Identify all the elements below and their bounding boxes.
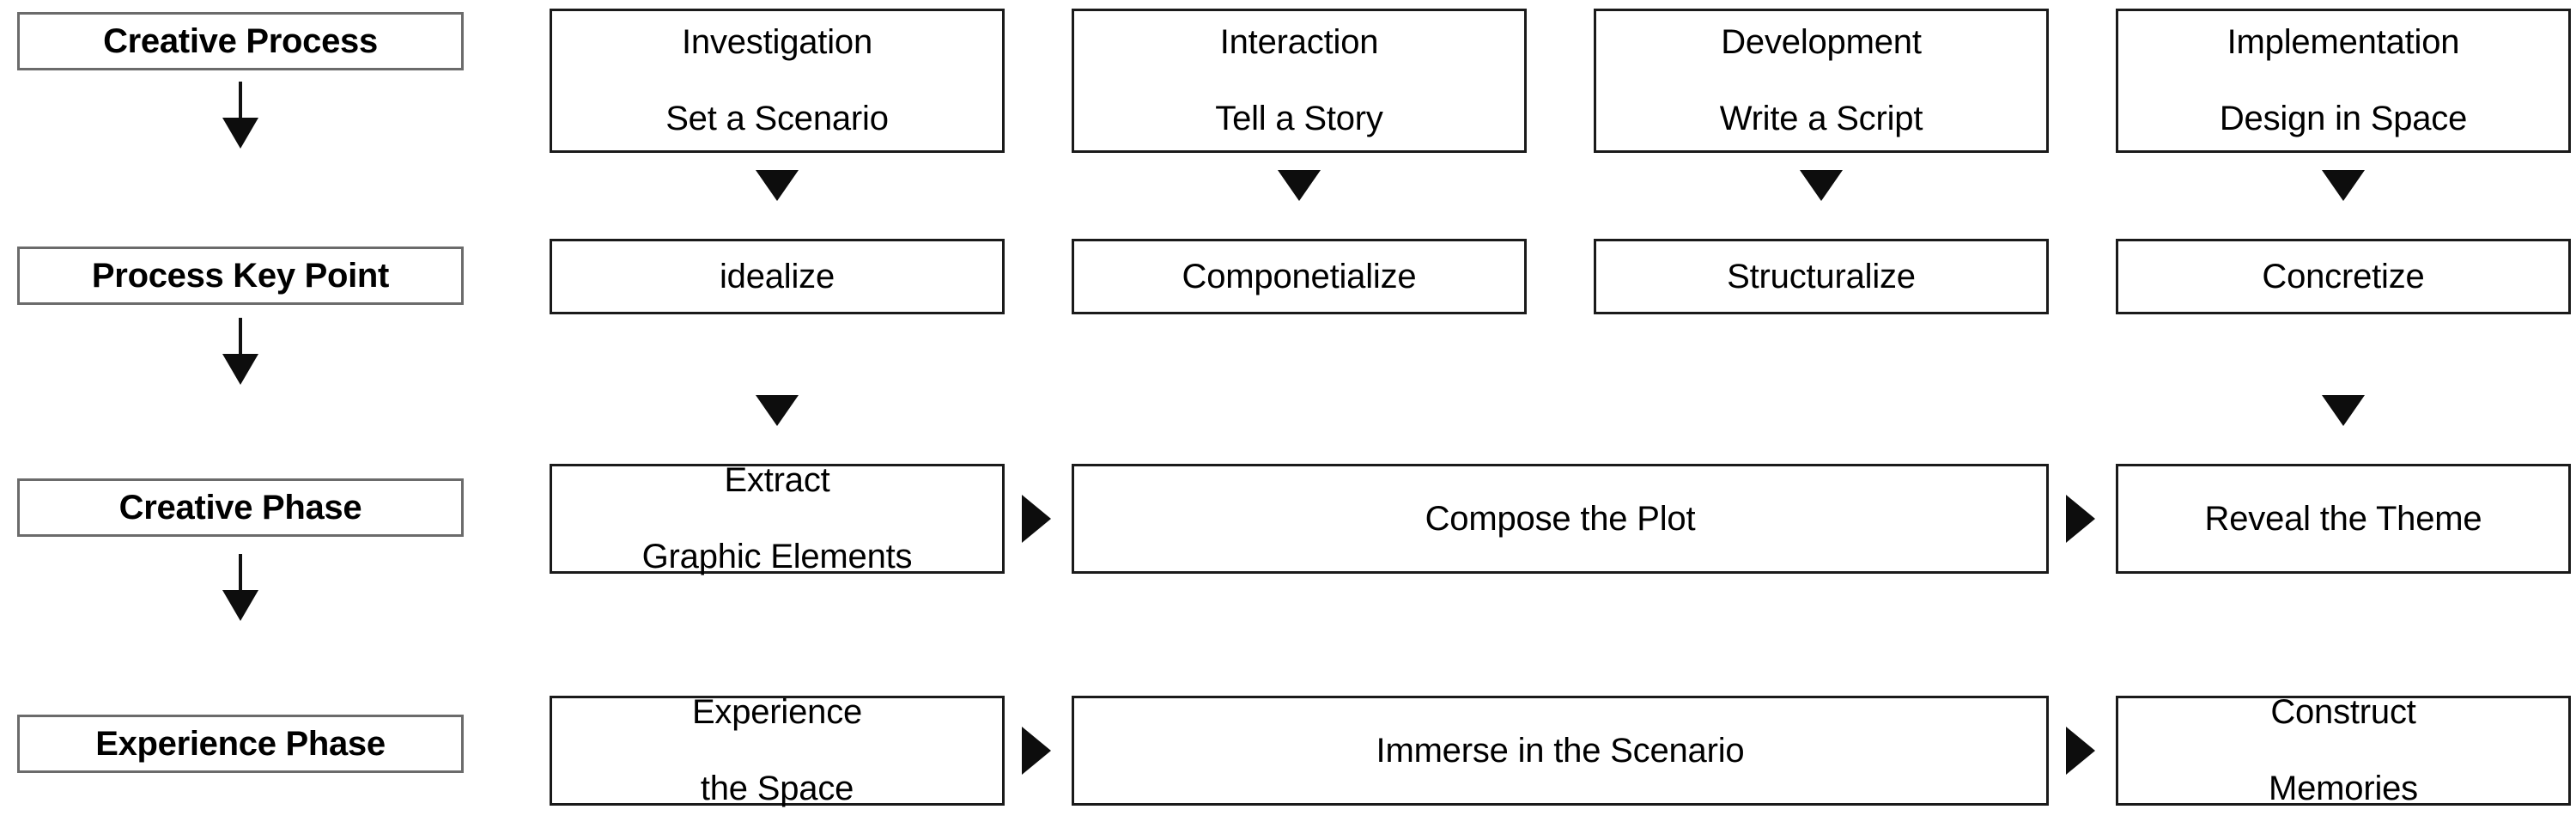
arrow-head-icon xyxy=(222,354,258,385)
triangle-down-icon-interaction xyxy=(1278,170,1321,201)
phase-text-block: Experience the Space xyxy=(692,654,862,840)
row-label-text: Process Key Point xyxy=(91,256,390,295)
row-label-text: Experience Phase xyxy=(95,724,386,763)
phase-line-1: Reveal the Theme xyxy=(2204,499,2482,538)
phase-box-compose-the-plot: Compose the Plot xyxy=(1072,464,2049,574)
triangle-down-icon-implementation xyxy=(2322,170,2365,201)
stage-text-block: Interaction Tell a Story xyxy=(1215,0,1383,177)
stage-text-block: Development Write a Script xyxy=(1720,0,1923,177)
keypoint-box-componetialize: Componetialize xyxy=(1072,239,1527,314)
phase-line-1: Compose the Plot xyxy=(1425,499,1696,538)
phase-box-reveal-the-theme: Reveal the Theme xyxy=(2116,464,2571,574)
keypoint-box-structuralize: Structuralize xyxy=(1594,239,2049,314)
arrow-shaft xyxy=(239,82,242,123)
stage-box-development: Development Write a Script xyxy=(1594,9,2049,153)
arrow-head-icon xyxy=(222,590,258,621)
phase-box-construct-memories: Construct Memories xyxy=(2116,693,2571,807)
triangle-right-icon-experience-b xyxy=(2066,727,2095,775)
phase-box-experience-the-space: Experience the Space xyxy=(550,693,1005,807)
keypoint-text: Componetialize xyxy=(1182,257,1417,295)
label-arrow-3 xyxy=(216,554,264,621)
row-label-process-key-point: Process Key Point xyxy=(17,247,464,305)
keypoint-text: Structuralize xyxy=(1727,257,1916,295)
stage-text-block: Implementation Design in Space xyxy=(2220,0,2467,177)
stage-line-1: Implementation xyxy=(2227,22,2460,61)
phase-line-1: Extract xyxy=(724,460,830,499)
triangle-down-icon-investigation xyxy=(756,170,799,201)
keypoint-text: Concretize xyxy=(2262,257,2425,295)
keypoint-box-concretize: Concretize xyxy=(2116,239,2571,314)
stage-line-1: Development xyxy=(1721,22,1922,61)
stage-line-2: Design in Space xyxy=(2219,100,2468,138)
phase-text-block: Construct Memories xyxy=(2269,654,2418,840)
triangle-down-icon-idealize xyxy=(756,395,799,426)
phase-line-2: the Space xyxy=(700,770,854,808)
stage-box-implementation: Implementation Design in Space xyxy=(2116,9,2571,153)
row-label-text: Creative Process xyxy=(103,21,378,60)
phase-box-extract-graphic-elements: Extract Graphic Elements xyxy=(550,461,1005,575)
stage-line-2: Write a Script xyxy=(1719,100,1923,138)
stage-box-investigation: Investigation Set a Scenario xyxy=(550,9,1005,153)
phase-line-1: Experience xyxy=(691,692,863,731)
arrow-shaft xyxy=(239,318,242,359)
triangle-down-icon-concretize xyxy=(2322,395,2365,426)
triangle-right-icon-creative-b xyxy=(2066,495,2095,543)
label-arrow-1 xyxy=(216,82,264,149)
arrow-shaft xyxy=(239,554,242,595)
arrow-head-icon xyxy=(222,118,258,149)
triangle-right-icon-experience-a xyxy=(1022,727,1051,775)
phase-line-1: Immerse in the Scenario xyxy=(1376,731,1745,770)
phase-line-2: Memories xyxy=(2269,770,2418,808)
stage-box-interaction: Interaction Tell a Story xyxy=(1072,9,1527,153)
stage-line-2: Set a Scenario xyxy=(665,100,889,138)
row-label-experience-phase: Experience Phase xyxy=(17,715,464,773)
row-label-creative-process: Creative Process xyxy=(17,12,464,70)
triangle-right-icon-creative-a xyxy=(1022,495,1051,543)
stage-line-1: Investigation xyxy=(682,22,872,61)
stage-line-2: Tell a Story xyxy=(1215,100,1383,138)
phase-line-2: Graphic Elements xyxy=(641,538,913,576)
keypoint-box-idealize: idealize xyxy=(550,239,1005,314)
stage-line-1: Interaction xyxy=(1219,22,1379,61)
row-label-text: Creative Phase xyxy=(118,488,362,527)
label-arrow-2 xyxy=(216,318,264,385)
stage-text-block: Investigation Set a Scenario xyxy=(665,0,889,177)
phase-line-1: Construct xyxy=(2270,692,2416,731)
keypoint-text: idealize xyxy=(719,257,835,295)
row-label-creative-phase: Creative Phase xyxy=(17,478,464,537)
phase-box-immerse-in-the-scenario: Immerse in the Scenario xyxy=(1072,696,2049,806)
phase-text-block: Extract Graphic Elements xyxy=(642,423,913,615)
triangle-down-icon-development xyxy=(1800,170,1843,201)
